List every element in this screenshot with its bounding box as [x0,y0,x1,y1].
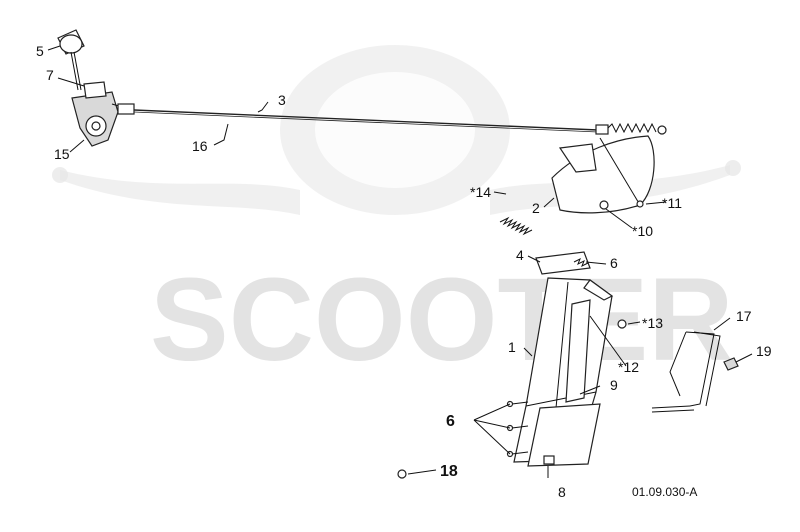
drawing-code: 01.09.030-A [632,485,697,499]
part-3-cable [133,109,667,135]
label-6-top: 6 [610,255,618,271]
label-6-left: 6 [446,413,455,430]
label-17: 17 [736,308,752,324]
label-18: 18 [440,463,458,480]
label-4: 4 [516,247,524,263]
part-15-lever [71,81,135,147]
label-5: 5 [36,43,44,59]
part-4-plate [535,251,591,275]
label-11: *11 [662,195,682,211]
leader-lines [47,45,753,475]
label-8: 8 [558,484,566,500]
part-11-nut [636,200,644,208]
part-19-clip [723,357,739,371]
part-14-spring [499,216,533,236]
part-5-knob [57,29,85,91]
label-3: 3 [278,92,286,108]
part-18-bolt [397,469,407,479]
label-7: 7 [46,67,54,83]
label-14: *14 [470,184,491,200]
part-17-bracket [651,331,721,413]
watermark-text: SCOOTER [150,254,734,386]
part-2-deflector [551,135,655,214]
label-13: *13 [642,315,663,331]
label-1: 1 [508,339,516,355]
label-15: 15 [54,146,70,162]
label-19: 19 [756,343,772,359]
label-10: *10 [632,223,653,239]
label-9: 9 [610,377,618,393]
part-13-washer [617,319,627,329]
part-9-liner [565,299,591,403]
label-12: *12 [618,359,639,375]
label-2: 2 [532,200,540,216]
label-16: 16 [192,138,208,154]
